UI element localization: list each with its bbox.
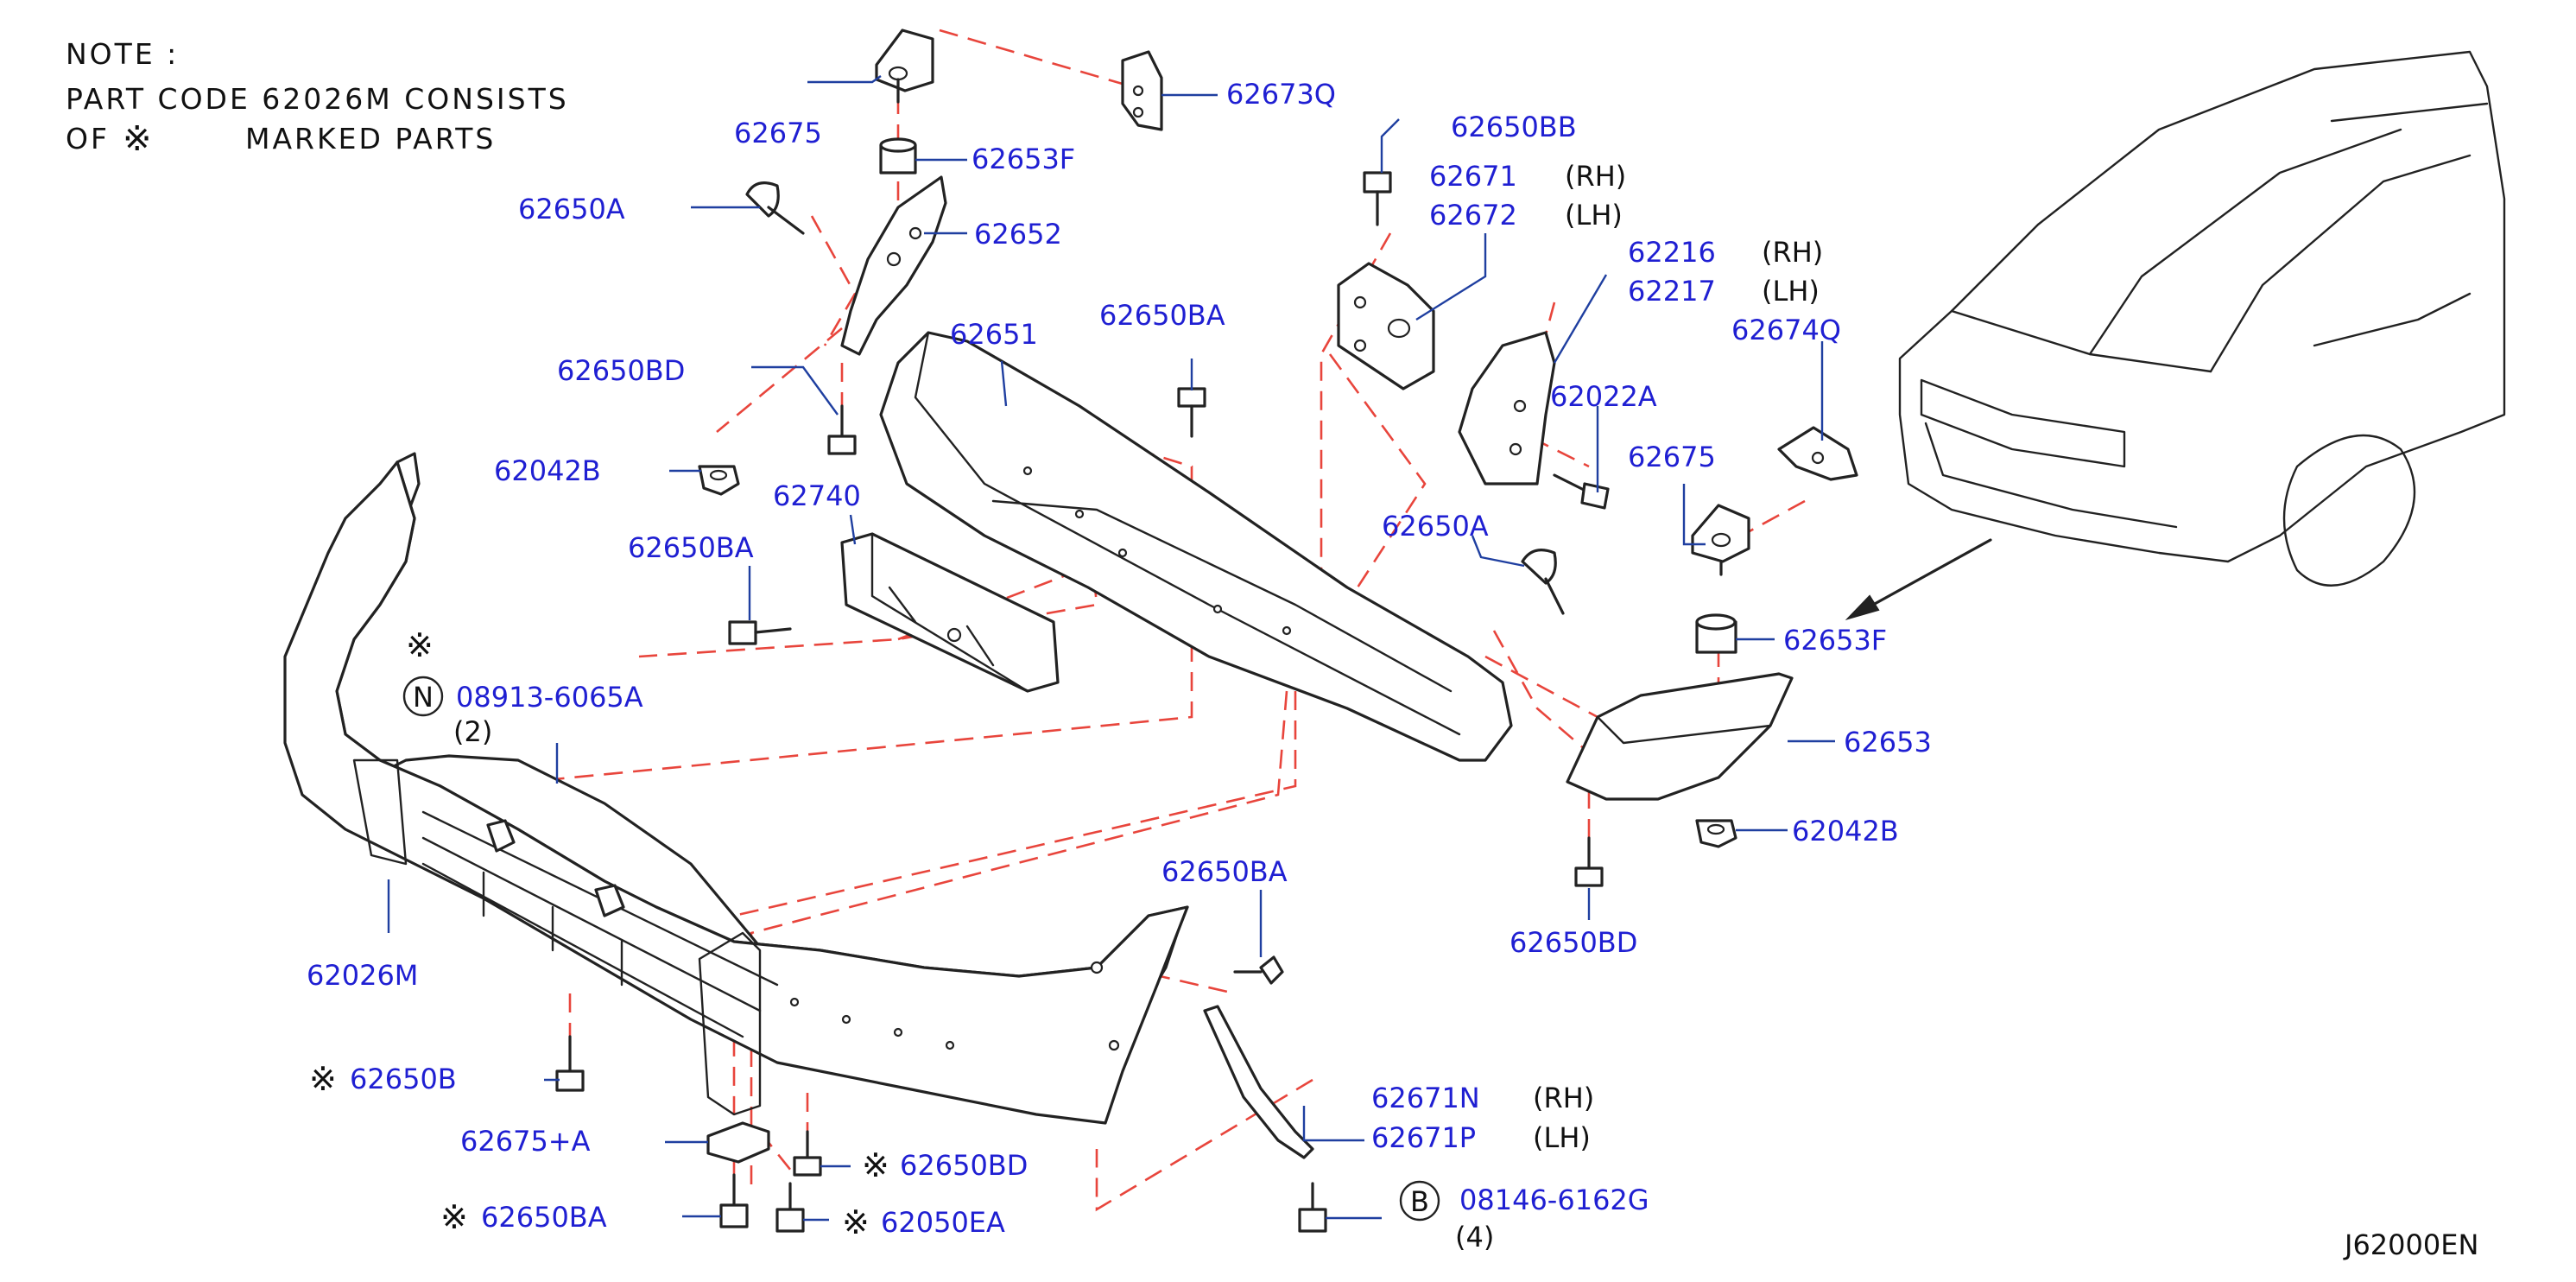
rubber-62653F-right	[1695, 613, 1737, 654]
bolt-62650BD-bottom	[793, 1130, 822, 1177]
diagram-code: J62000EN	[2343, 1228, 2478, 1261]
b-circle-icon	[1399, 1180, 1440, 1222]
bracket-62216-62217	[1458, 331, 1556, 486]
mark-62650BA-icon: ※	[440, 1198, 468, 1236]
bracket-62675A	[706, 1121, 770, 1164]
note-line-3-suffix: MARKED PARTS	[245, 122, 496, 155]
bolt-62650BA-center	[1177, 387, 1206, 438]
label-qty-2: (2)	[453, 715, 492, 748]
label-62740: 62740	[773, 479, 861, 512]
label-62026M: 62026M	[307, 959, 418, 992]
bolt-62650BB	[1363, 171, 1392, 226]
label-62674Q: 62674Q	[1731, 314, 1841, 346]
label-62652: 62652	[974, 218, 1062, 251]
label-62650A-left: 62650A	[518, 193, 625, 225]
mark-62650BD-icon: ※	[862, 1146, 889, 1184]
nut-62042B-left	[698, 465, 740, 496]
bolt-62650BA-left	[728, 620, 792, 645]
label-62675-top: 62675	[734, 117, 822, 149]
label-62651: 62651	[950, 318, 1038, 351]
label-62653: 62653	[1844, 726, 1932, 758]
part-labels: 62675 62673Q 62653F 62650A 62652 62650BD…	[307, 78, 2478, 1261]
note-line-3-prefix: OF	[66, 122, 110, 155]
bolt-62650B	[555, 1035, 585, 1092]
bolt-62050EA	[775, 1182, 805, 1233]
label-62022A: 62022A	[1550, 380, 1657, 413]
label-62671P: 62671P	[1371, 1121, 1476, 1154]
bolt-08146-6162G	[1298, 1182, 1327, 1233]
bracket-62652	[840, 175, 947, 356]
n-circle-icon	[402, 676, 444, 717]
bracket-62671-62672	[1337, 262, 1435, 390]
label-qty-4: (4)	[1455, 1221, 1494, 1253]
absorber-62740	[840, 532, 1060, 693]
label-62650BA-bottom: 62650BA	[481, 1201, 607, 1234]
label-08146-6162G: 08146-6162G	[1459, 1184, 1649, 1216]
label-62650BB: 62650BB	[1451, 111, 1577, 143]
bumper-fascia-62026M	[283, 452, 1189, 1125]
label-62675A: 62675+A	[460, 1125, 591, 1158]
label-62042B-right: 62042B	[1792, 815, 1899, 847]
bolt-62650BD-left	[827, 404, 857, 455]
bracket-62673Q	[1121, 50, 1163, 131]
label-62650BA-left: 62650BA	[628, 531, 754, 564]
bracket-62675-top	[875, 29, 934, 104]
label-62672: 62672	[1429, 199, 1517, 232]
note-mark-icon: ※	[123, 119, 155, 159]
label-62675-right: 62675	[1628, 441, 1716, 473]
b-circle-letter: B	[1410, 1185, 1429, 1218]
bracket-62675-right	[1691, 504, 1750, 576]
leader-lines	[387, 75, 1835, 1222]
label-62653F-right: 62653F	[1783, 624, 1887, 657]
n-circle-letter: N	[413, 681, 434, 714]
bolt-62650BA-bottom	[719, 1173, 749, 1228]
label-62671N-rh: (RH)	[1533, 1082, 1594, 1114]
vehicle-reference-drawing	[1845, 50, 2506, 620]
bolt-62650BD-right	[1574, 836, 1604, 887]
label-62650BA-center: 62650BA	[1099, 299, 1225, 332]
nut-62042B-right	[1695, 819, 1737, 848]
stay-62671N-62671P	[1203, 1005, 1314, 1159]
label-62671: 62671	[1429, 160, 1517, 193]
label-62673Q: 62673Q	[1226, 78, 1336, 111]
bolt-62650A-left	[745, 181, 805, 235]
label-62650BD-right: 62650BD	[1510, 926, 1637, 959]
label-62672-lh: (LH)	[1565, 199, 1623, 232]
label-62650BD-bottom: 62650BD	[900, 1149, 1028, 1182]
label-62650BA-lower: 62650BA	[1161, 855, 1288, 888]
label-62650A-right: 62650A	[1382, 510, 1489, 543]
note-line-2: PART CODE 62026M CONSISTS	[66, 82, 569, 116]
mark-62050EA-icon: ※	[842, 1203, 870, 1241]
label-62216-rh: (RH)	[1762, 236, 1823, 269]
note-block: NOTE : PART CODE 62026M CONSISTS OF ※ MA…	[66, 37, 569, 159]
label-62650B: 62650B	[350, 1063, 457, 1095]
side-trim-62653	[1566, 672, 1794, 801]
bolt-62650BA-lower	[1233, 955, 1284, 985]
label-62042B-left: 62042B	[494, 454, 601, 487]
n-mark-icon: ※	[406, 626, 434, 664]
label-62650BD-left: 62650BD	[557, 354, 685, 387]
label-62653F-top: 62653F	[972, 143, 1075, 175]
label-62671P-lh: (LH)	[1533, 1121, 1591, 1154]
label-62671-rh: (RH)	[1565, 160, 1626, 193]
label-62050EA: 62050EA	[881, 1206, 1005, 1239]
label-08913-6065A: 08913-6065A	[456, 681, 643, 714]
rubber-62653F-top	[879, 137, 917, 175]
label-62217-lh: (LH)	[1762, 275, 1820, 308]
bolt-62022A	[1553, 473, 1610, 510]
label-62671N: 62671N	[1371, 1082, 1480, 1114]
mark-62650B-icon: ※	[309, 1060, 337, 1098]
bolt-62650A-right	[1521, 549, 1565, 615]
bracket-62674Q	[1777, 426, 1858, 481]
reinforcement-62651	[879, 331, 1513, 762]
label-62216: 62216	[1628, 236, 1716, 269]
label-62217: 62217	[1628, 275, 1716, 308]
note-title: NOTE :	[66, 37, 179, 71]
